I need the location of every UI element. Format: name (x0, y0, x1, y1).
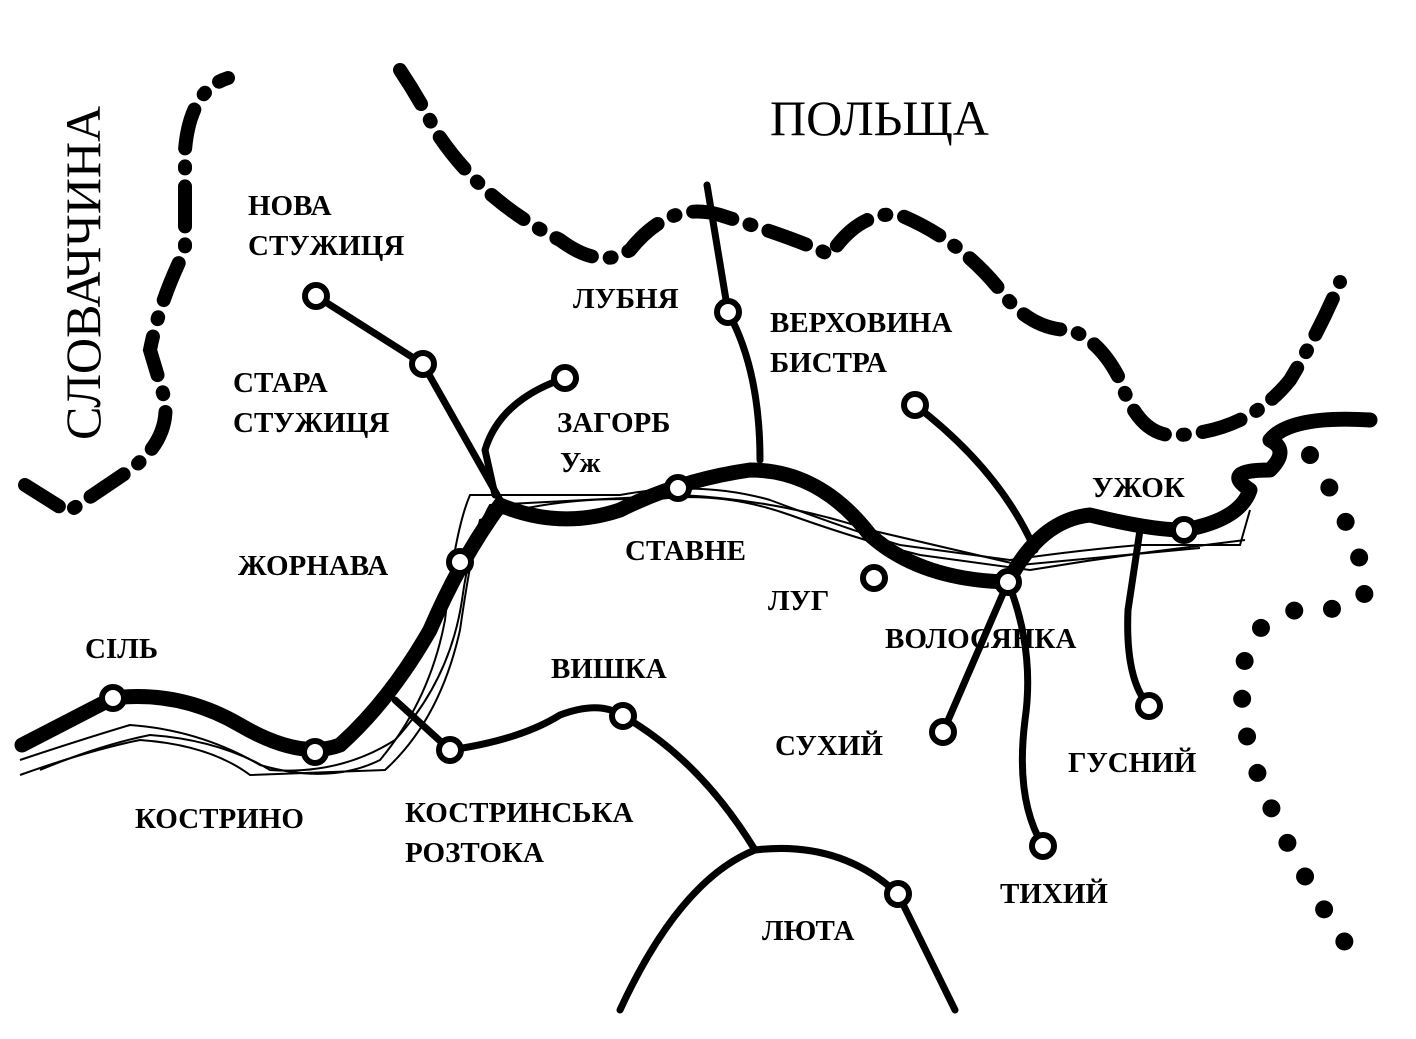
label-roztoka: РОЗТОКА (405, 837, 544, 869)
label-vyshka: ВИШКА (551, 653, 667, 685)
marker-stavne (664, 474, 692, 502)
road-nova-stuzhytsia (312, 292, 504, 504)
marker-tykhyi (1029, 832, 1057, 860)
marker-verkhovyna-bystra (901, 391, 929, 419)
marker-volosianka (994, 568, 1022, 596)
marker-husnyi (1135, 692, 1163, 720)
road-sukhyi (939, 578, 1012, 736)
label-slovakia: СЛОВАЧЧИНА (55, 106, 111, 440)
marker-zhornava (446, 548, 474, 576)
marker-kostrynska-roztoka (436, 736, 464, 764)
label-liuta: ЛЮТА (762, 915, 854, 947)
label-stara-stuzhytsia-2: СТУЖИЦЯ (233, 407, 389, 439)
label-zhornava: ЖОРНАВА (238, 550, 388, 582)
label-nova-stuzhytsia-1: НОВА (248, 190, 332, 222)
label-luh: ЛУГ (768, 585, 829, 617)
label-kostrynska: КОСТРИНСЬКА (405, 797, 633, 829)
label-bystra: БИСТРА (770, 347, 887, 379)
label-verkhovyna: ВЕРХОВИНА (770, 307, 952, 339)
label-river-uzh: Уж (560, 447, 600, 479)
slovakia-border (18, 71, 235, 521)
label-tykhyi: ТИХИЙ (1000, 877, 1108, 910)
marker-liuta (884, 880, 912, 908)
uzh-river (14, 411, 1378, 757)
road-husnyi (1124, 526, 1153, 710)
marker-kostryno (301, 738, 329, 766)
label-sukhyi: СУХИЙ (775, 729, 883, 762)
label-sil: СІЛЬ (85, 633, 158, 665)
oblast-border (1233, 446, 1376, 959)
label-uzhok: УЖОК (1092, 472, 1185, 504)
label-husnyi: ГУСНИЙ (1068, 746, 1197, 779)
marker-luh (860, 564, 888, 592)
road-vyshka (391, 696, 759, 854)
marker-vyshka (609, 702, 637, 730)
road-liuta (616, 844, 959, 1014)
marker-nova-stuzhytsia (302, 282, 330, 310)
marker-stara-stuzhytsia (409, 350, 437, 378)
label-stara-stuzhytsia-1: СТАРА (233, 367, 328, 399)
label-poland: ПОЛЬЩА (770, 90, 989, 146)
label-lubnia: ЛУБНЯ (573, 283, 679, 315)
label-nova-stuzhytsia-2: СТУЖИЦЯ (248, 230, 404, 262)
marker-zahorb (551, 364, 579, 392)
label-stavne: СТАВНЕ (625, 535, 746, 567)
marker-sil (99, 684, 127, 712)
label-volosianka: ВОЛОСЯНКА (885, 623, 1076, 655)
label-kostryno: КОСТРИНО (135, 803, 304, 835)
road-zahorb (481, 374, 569, 499)
label-zahorb: ЗАГОРБ (557, 407, 670, 439)
marker-lubnia (714, 298, 742, 326)
poland-border (393, 63, 1347, 443)
road-verkhovyna-bystra (911, 401, 1039, 554)
marker-uzhok (1170, 516, 1198, 544)
road-tykhyi (1004, 578, 1047, 850)
marker-sukhyi (929, 718, 957, 746)
